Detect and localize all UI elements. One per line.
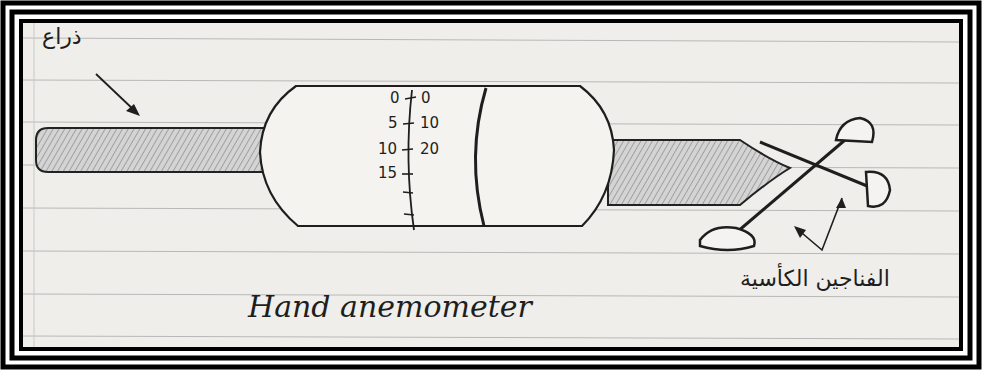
scale-number: 0 xyxy=(421,91,431,106)
scale-number: 10 xyxy=(378,142,397,157)
scale-number: 10 xyxy=(420,116,439,131)
scale-number: 15 xyxy=(378,166,397,181)
caption: Hand anemometer xyxy=(248,292,532,322)
scale-number: 20 xyxy=(420,142,439,157)
scale-number: 5 xyxy=(388,116,398,131)
part-label: الفناجين الكأسية xyxy=(740,268,890,290)
part-label: ذراع xyxy=(42,26,82,48)
scale-number: 0 xyxy=(390,91,400,106)
